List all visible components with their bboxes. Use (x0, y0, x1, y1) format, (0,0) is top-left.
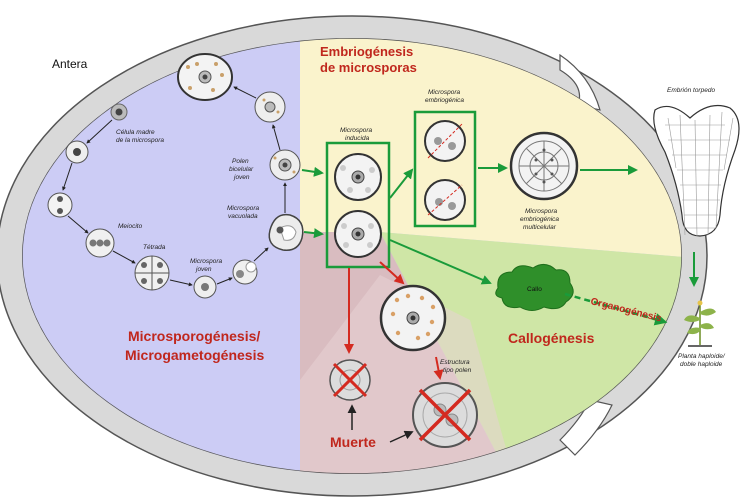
microspora-embriogenica-box (413, 110, 477, 228)
estructura-polen-cell (379, 284, 447, 352)
microspora-vacuolada-label-2: vacuolada (228, 213, 258, 220)
callogenesis-title: Callogénesis (508, 330, 595, 346)
dead-cell-2 (412, 382, 478, 448)
celula-madre-label-1: Célula madre (116, 129, 155, 136)
callo-blob (495, 264, 574, 311)
callo-label: Callo (527, 286, 542, 293)
polen-bicelular-label-2: bicelular (229, 166, 254, 173)
mature-pollen-cell (177, 53, 233, 101)
planta-haploide (684, 300, 716, 347)
antera-label: Antera (52, 57, 88, 71)
meiocito-cell (85, 228, 115, 258)
celula-madre-label-2: de la microspora (116, 137, 164, 144)
celula-madre-cell (110, 103, 128, 121)
cycle-arrows (62, 86, 287, 287)
microspora-vacuolada-cell (268, 213, 304, 251)
microspora-joven-label-2: joven (195, 266, 212, 273)
dead-cell-1 (329, 359, 371, 401)
microspora-embriogenica-label-2: embriogénica (425, 97, 464, 104)
embrion-torpedo (653, 105, 740, 237)
embrion-torpedo-label: Embrión torpedo (667, 87, 715, 94)
green-arrows (301, 163, 699, 287)
planta-label-1: Planta haploide/ (678, 353, 726, 360)
microspora-inducida-label-1: Microspora (340, 127, 373, 134)
microspora-multicelular-label-3: multicelular (523, 224, 557, 231)
microsporogenesis-title-1: Microsporogénesis/ (128, 328, 260, 344)
microspora-joven-label-1: Microspora (190, 258, 223, 265)
muerte-title: Muerte (330, 434, 376, 450)
microspora-inducida-box (325, 141, 391, 269)
polen-bicelular-label-1: Polen (232, 158, 249, 165)
embriogenesis-title-1: Embriogénesis (320, 44, 413, 59)
embriogenesis-title-2: de microsporas (320, 60, 417, 75)
estructura-polen-label-1: Estructura (440, 359, 470, 366)
tetrada-label: Tétrada (143, 244, 166, 251)
polen-bicelular-label-3: joven (233, 174, 250, 181)
muerte-arrows (347, 404, 414, 443)
stage10-cell (254, 91, 286, 123)
stage2-cell (65, 140, 89, 164)
tetrada-cell (134, 255, 170, 291)
stage7-cell (232, 259, 258, 285)
microspora-embriogenica-label-1: Microspora (428, 89, 461, 96)
red-arrows (344, 261, 444, 380)
stage3-cell (47, 192, 73, 218)
microspora-vacuolada-label-1: Microspora (227, 205, 260, 212)
polen-bicelular-cell (269, 149, 301, 181)
organogenesis-arrow (564, 292, 668, 326)
microspora-multicelular-label-1: Microspora (525, 208, 558, 215)
planta-label-2: doble haploide (680, 361, 723, 368)
microspora-inducida-label-2: inducida (345, 135, 370, 142)
microspora-joven-cell (193, 275, 217, 299)
meiocito-label: Meiocito (118, 223, 143, 230)
microsporogenesis-title-2: Microgametogénesis (125, 347, 264, 363)
estructura-polen-label-2: tipo polen (443, 367, 472, 374)
microspora-multicelular-cell (509, 131, 579, 201)
microspora-multicelular-label-2: embriogénica (520, 216, 559, 223)
